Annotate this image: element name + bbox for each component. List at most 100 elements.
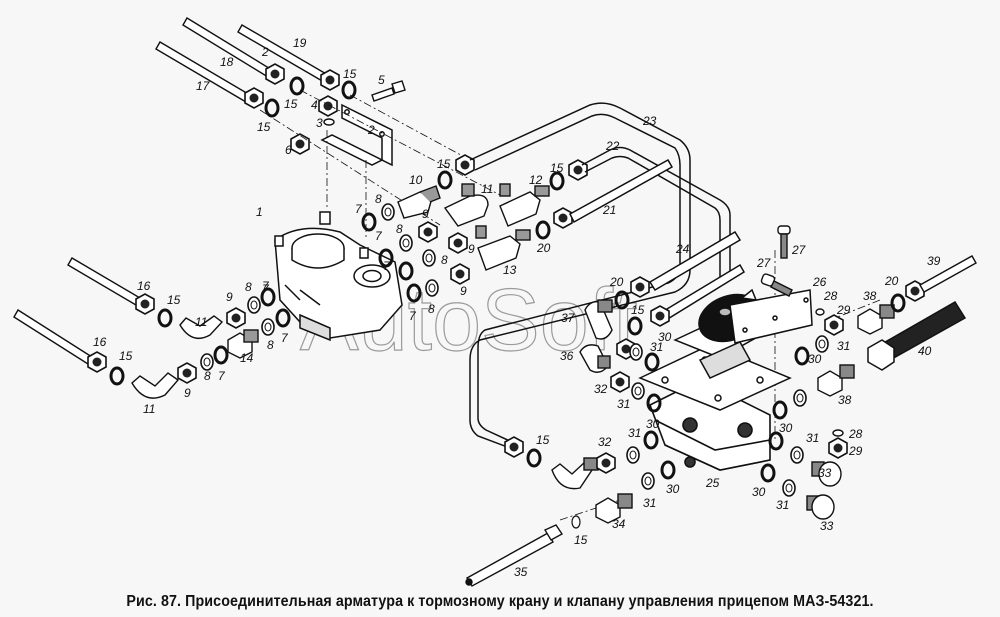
callout: 15 — [284, 97, 298, 111]
washer-8 — [422, 249, 436, 267]
brake-valve-1 — [274, 211, 403, 342]
callout: 37 — [561, 311, 576, 325]
pipe-35 — [465, 524, 564, 587]
callout: 5 — [378, 73, 385, 87]
plug-33-lower — [806, 494, 835, 520]
bracket-26 — [729, 289, 813, 344]
washer-15 — [341, 80, 357, 100]
callout: 8 — [245, 280, 252, 294]
nut-24 — [630, 276, 650, 298]
nut-23 — [455, 154, 475, 176]
washer-30 — [768, 431, 784, 451]
callout: 15 — [574, 533, 588, 547]
callout: 29 — [836, 303, 851, 317]
nut-18 — [265, 63, 285, 85]
mounting-plate — [638, 344, 792, 411]
elbow-11 — [443, 183, 489, 227]
washer-31 — [626, 446, 640, 464]
callout: 7 — [281, 331, 289, 345]
nut-4 — [318, 95, 338, 117]
washer-28 — [815, 308, 825, 316]
callout: 27 — [756, 256, 772, 270]
callout: 30 — [808, 352, 822, 366]
callout-labels: 2 2 3 4 5 6 1 7 7 7 7 7 7 7 7 8 8 8 8 8 … — [93, 36, 941, 579]
callout: 20 — [609, 275, 624, 289]
nut-9 — [450, 263, 470, 285]
nut-16 — [87, 351, 107, 373]
elbow-11-lower — [131, 372, 180, 399]
callout: 31 — [650, 340, 663, 354]
callout: 30 — [666, 482, 680, 496]
washer-20 — [535, 220, 551, 240]
washer-8 — [200, 353, 214, 371]
callout: 8 — [204, 369, 211, 383]
callout: 15 — [550, 161, 564, 175]
callout: 31 — [837, 339, 850, 353]
callout: 31 — [617, 397, 630, 411]
callout: 9 — [460, 284, 467, 298]
callout: 33 — [820, 519, 834, 533]
washer-3 — [323, 118, 335, 126]
washer-30 — [760, 463, 776, 483]
callout: 9 — [184, 386, 191, 400]
callout: 6 — [285, 143, 292, 157]
washer-8 — [247, 296, 261, 314]
washer-15 — [109, 366, 125, 386]
callout: 4 — [311, 98, 318, 112]
callout: 15 — [631, 303, 645, 317]
callout: 26 — [812, 275, 827, 289]
nut-29 — [828, 437, 848, 459]
pipe-39 — [919, 255, 977, 293]
nut-9 — [448, 232, 468, 254]
washer-30 — [660, 460, 676, 480]
callout: 35 — [514, 565, 528, 579]
callout: 7 — [262, 282, 270, 296]
callout: 21 — [602, 203, 616, 217]
callout: 15 — [119, 349, 133, 363]
washer-31 — [790, 446, 804, 464]
callout: 30 — [779, 421, 793, 435]
bolt-5 — [371, 80, 406, 102]
callout: 15 — [343, 67, 357, 81]
washer-31 — [629, 343, 643, 361]
bolt-27-horizontal — [760, 273, 793, 297]
callout: 7 — [383, 259, 391, 273]
washer-8 — [399, 234, 413, 252]
callout: 7 — [409, 309, 417, 323]
callout: 7 — [375, 229, 383, 243]
callout: 8 — [441, 253, 448, 267]
callout: 3 — [316, 116, 323, 130]
nut-17 — [244, 87, 264, 109]
callout: 8 — [375, 192, 382, 206]
callout: 9 — [468, 242, 475, 256]
washer-15 — [289, 76, 305, 96]
callout: 22 — [605, 139, 620, 153]
callout: 9 — [422, 207, 429, 221]
callout: 31 — [628, 426, 641, 440]
callout: 11 — [481, 182, 493, 196]
callout: 38 — [863, 289, 877, 303]
tee-12 — [499, 183, 550, 227]
callout: 32 — [598, 435, 612, 449]
callout: 29 — [848, 444, 863, 458]
elbow-37 — [584, 299, 613, 340]
callout: 9 — [226, 290, 233, 304]
bracket-2 — [320, 103, 393, 167]
nut-9 — [418, 221, 438, 243]
washer-8 — [381, 203, 395, 221]
nut-21 — [553, 207, 573, 229]
washer-31 — [641, 472, 655, 490]
washer-8 — [425, 279, 439, 297]
callout: 20 — [536, 241, 551, 255]
washer-20 — [890, 293, 906, 313]
washer-31 — [793, 389, 807, 407]
callout: 15 — [437, 157, 451, 171]
nut-32 — [610, 371, 630, 393]
callout: 16 — [137, 279, 151, 293]
bolt-27-vertical — [777, 225, 791, 259]
callout: 14 — [240, 351, 254, 365]
hose-40 — [867, 300, 967, 371]
callout: 27 — [791, 243, 807, 257]
elbow-lower — [551, 457, 599, 490]
callout: 15 — [536, 433, 550, 447]
